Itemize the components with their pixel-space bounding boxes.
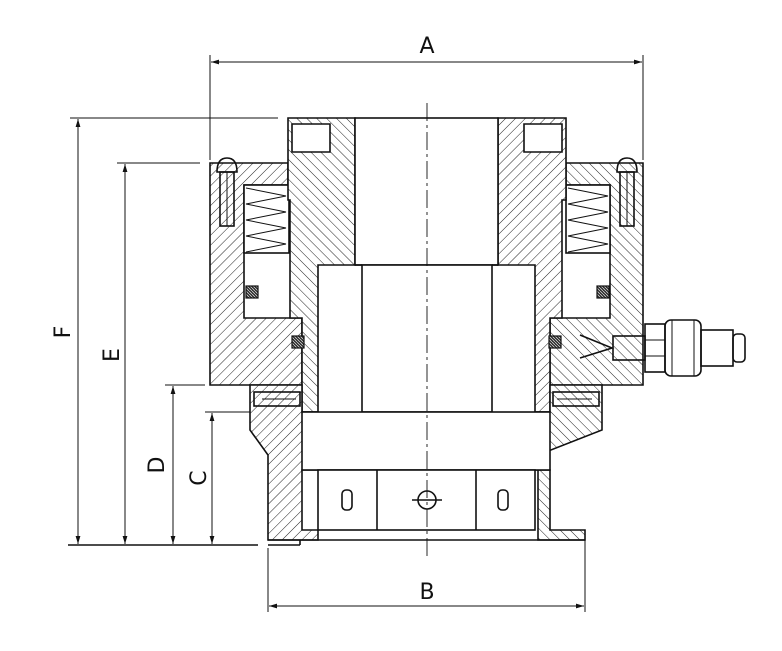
- return-springs: [245, 187, 609, 253]
- vertical-dimensions: F E D C: [51, 117, 278, 546]
- dimension-label-c: C: [187, 470, 212, 485]
- dimension-label-a: A: [419, 34, 434, 59]
- dimension-b: B: [267, 530, 586, 612]
- dimension-a: A: [209, 34, 644, 160]
- dimension-label-b: B: [419, 580, 434, 605]
- base-stud: [249, 384, 603, 546]
- hydraulic-coupler: [579, 319, 746, 377]
- dimension-label-f: F: [51, 326, 76, 339]
- top-bolts: [216, 157, 638, 227]
- dimension-label-d: D: [145, 457, 170, 474]
- seals: [245, 285, 610, 407]
- dimension-label-e: E: [100, 348, 125, 362]
